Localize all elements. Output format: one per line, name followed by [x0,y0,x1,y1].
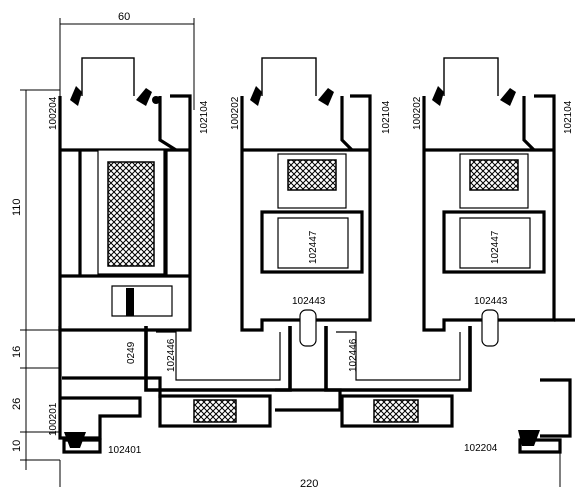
label-sash1-right: 102104 [199,100,210,134]
track-channel-2 [324,326,472,428]
track-channel-1 [144,326,292,428]
label-frame-left-vertical: 100201 [48,402,59,436]
dim-total-width: 220 [300,478,318,487]
dim-top-width: 60 [118,11,130,23]
label-sash3-left: 100202 [412,96,423,130]
label-sill3: 102443 [474,296,508,307]
label-sill2: 102443 [292,296,326,307]
label-sash3-right: 102104 [563,100,574,134]
label-mid3-vertical: 102447 [490,230,501,264]
label-sash2-left: 100202 [230,96,241,130]
dim-height-main: 110 [11,198,23,216]
label-sash2-right: 102104 [381,100,392,134]
label-sash1-left: 100204 [48,96,59,130]
label-track1-vertical: 102446 [166,338,177,372]
outer-frame [58,326,572,454]
label-frame-left-bottom: 102401 [108,445,142,456]
label-frame-right-bottom: 102204 [464,443,498,454]
sash-2 [240,57,372,347]
sash-3 [422,57,575,347]
sash-1 [58,57,192,332]
label-partial-vertical: 0249 [126,341,137,364]
label-mid2-vertical: 102447 [308,230,319,264]
dim-height-10: 10 [11,440,23,452]
dim-height-16: 16 [11,346,23,358]
dim-height-26: 26 [11,398,23,410]
label-track2-vertical: 102446 [348,338,359,372]
